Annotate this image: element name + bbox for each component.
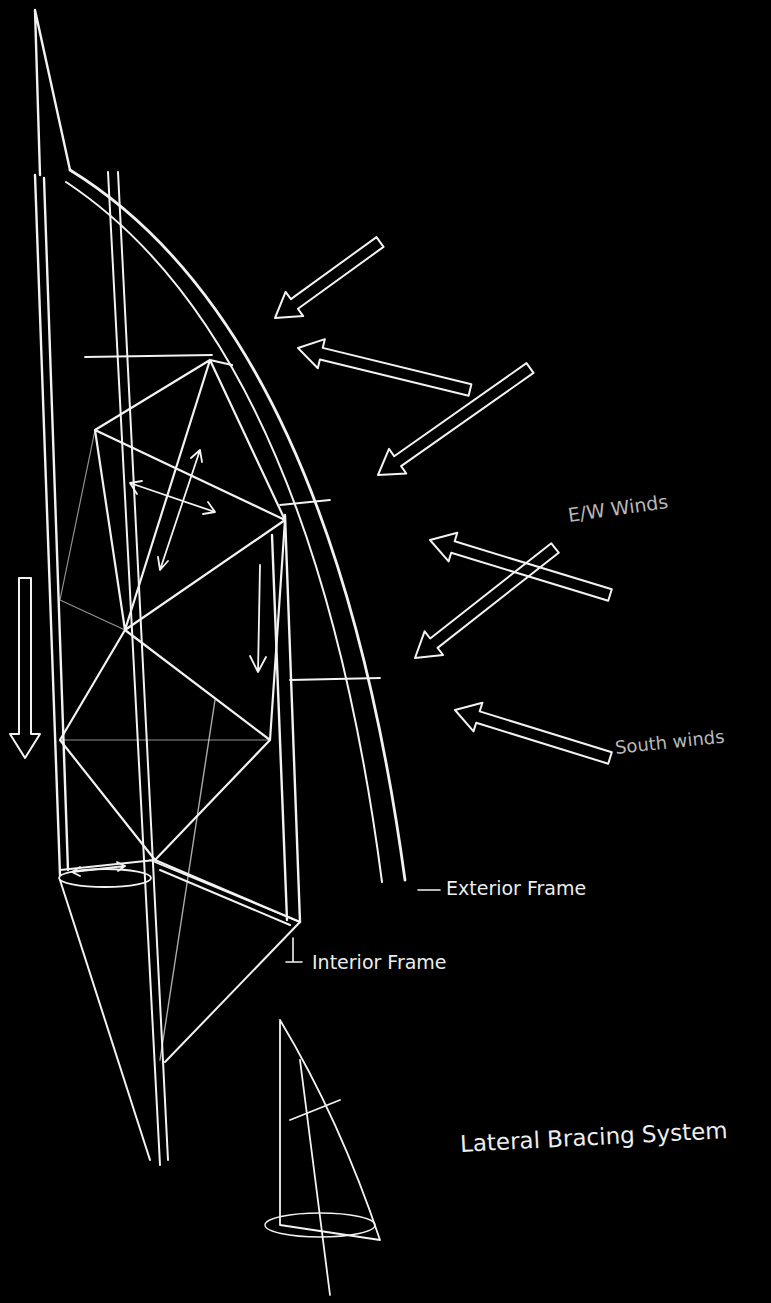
wind-arrow bbox=[298, 339, 471, 396]
wind-label: E/W Winds bbox=[567, 491, 670, 526]
wind-arrow bbox=[10, 578, 40, 758]
frame-label: Interior Frame bbox=[312, 952, 447, 973]
wind-arrow bbox=[455, 703, 612, 764]
wind-label: South winds bbox=[614, 727, 725, 758]
sketch-caption: Lateral Bracing System bbox=[459, 1118, 728, 1157]
wind-arrow bbox=[378, 363, 534, 475]
frame-label: Exterior Frame bbox=[446, 878, 586, 899]
wind-arrow bbox=[275, 237, 384, 318]
wind-arrow bbox=[415, 543, 559, 658]
